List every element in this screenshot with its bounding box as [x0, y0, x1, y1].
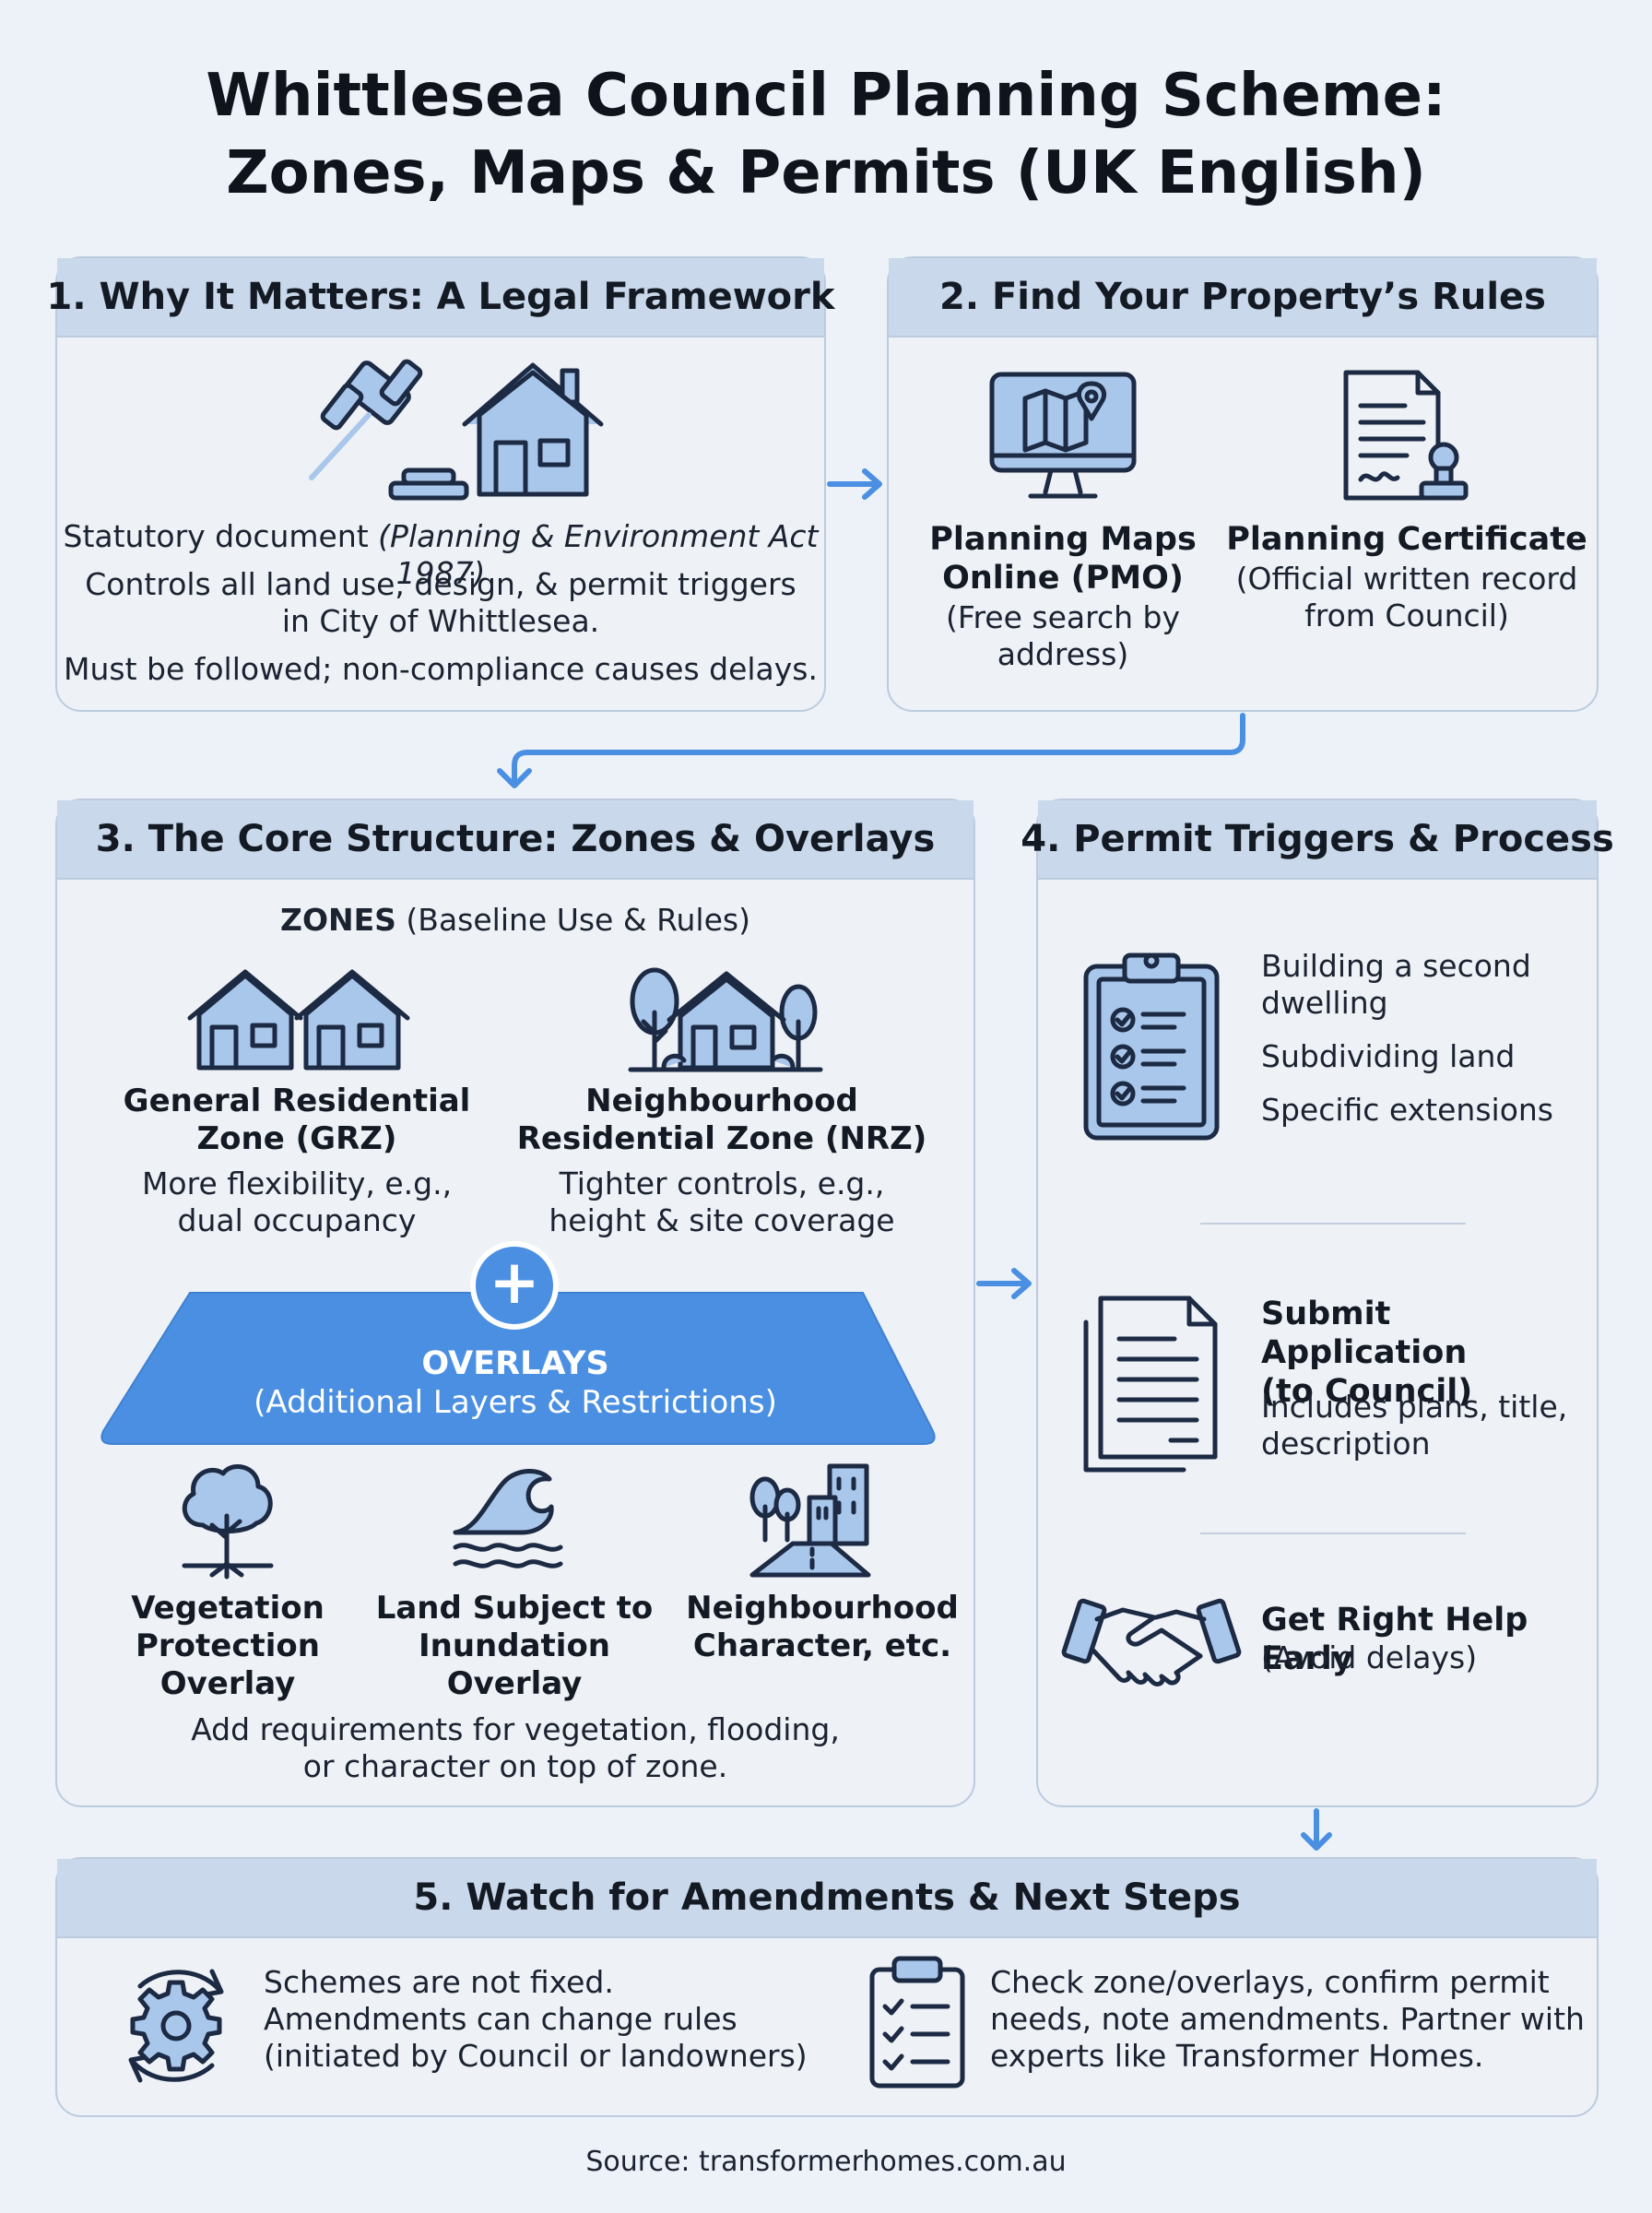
connector-arrow-icon — [497, 713, 1245, 788]
pmo-title: Planning Maps Online (PMO) — [929, 521, 1197, 597]
arrow-right-icon — [976, 1268, 1032, 1299]
section-4-panel: 4. Permit Triggers & Process Building a … — [1021, 799, 1614, 1807]
amendments-text: Schemes are not fixed. Amendments can ch… — [264, 1964, 808, 2074]
clipboard-checklist-icon — [869, 1956, 965, 2089]
arrow-right-icon — [827, 468, 882, 500]
lsio-label: Land Subject to Inundation Overlay — [375, 1590, 654, 1702]
section-1-heading: 1. Why It Matters: A Legal Framework — [47, 258, 834, 337]
twin-houses-icon — [187, 969, 410, 1071]
title-line-2: Zones, Maps & Permits (UK English) — [226, 139, 1426, 207]
submit-description: Includes plans, title, description — [1261, 1389, 1568, 1462]
trigger-item: Subdividing land — [1261, 1038, 1516, 1074]
checklist-clipboard-icon — [1083, 953, 1220, 1141]
zones-label: ZONES (Baseline Use & Rules) — [280, 902, 750, 938]
nco-label: Neighbourhood Character, etc. — [686, 1590, 959, 1664]
help-title: Get Right Help Early — [1261, 1602, 1528, 1677]
pmo-description: (Free search by address) — [946, 599, 1180, 672]
gavel-icon — [309, 359, 469, 501]
map-monitor-icon — [989, 372, 1137, 499]
trigger-item: Specific extensions — [1261, 1092, 1553, 1128]
section-1-statute-line: Statutory document (Planning & Environme… — [63, 518, 819, 591]
overlays-subtitle: (Additional Layers & Restrictions) — [254, 1384, 777, 1421]
help-description: (Avoid delays) — [1261, 1639, 1478, 1675]
submit-title: Submit Application (to Council) — [1261, 1296, 1473, 1410]
overlays-title: OVERLAYS — [421, 1345, 609, 1382]
section-4-divider — [1200, 1223, 1466, 1225]
section-4-heading: 4. Permit Triggers & Process — [1021, 800, 1614, 880]
section-3-heading: 3. The Core Structure: Zones & Overlays — [57, 800, 974, 880]
gear-cycle-icon — [128, 1969, 224, 2083]
grz-title: General Residential Zone (GRZ) — [123, 1083, 471, 1157]
wave-icon — [453, 1469, 563, 1568]
section-1-panel: 1. Why It Matters: A Legal Framework Sta… — [47, 256, 834, 712]
section-1-compliance-text: Must be followed; non-compliance causes … — [63, 651, 818, 687]
nrz-title: Neighbourhood Residential Zone (NRZ) — [516, 1083, 927, 1157]
certificate-title: Planning Certificate — [1226, 521, 1587, 558]
arrow-down-icon — [1301, 1808, 1332, 1851]
section-4-divider — [1200, 1533, 1466, 1534]
page-title: Whittlesea Council Planning Scheme: Zone… — [0, 57, 1652, 212]
title-line-1: Whittlesea Council Planning Scheme: — [206, 62, 1446, 130]
section-2-heading: 2. Find Your Property’s Rules — [889, 258, 1597, 337]
plus-icon: + — [470, 1241, 559, 1330]
permit-triggers-list: Building a second dwelling Subdividing l… — [1261, 948, 1593, 1129]
vpo-label: Vegetation Protection Overlay — [131, 1590, 324, 1702]
trigger-item: dwelling — [1261, 985, 1388, 1021]
overlays-banner-shape — [100, 1292, 936, 1445]
source-credit: Source: transformerhomes.com.au — [585, 2146, 1067, 2178]
nrz-description: Tighter controls, e.g., height & site co… — [549, 1166, 895, 1238]
trigger-item: Building a second — [1261, 948, 1531, 984]
section-5-heading: 5. Watch for Amendments & Next Steps — [57, 1859, 1597, 1938]
house-trees-icon — [628, 967, 823, 1072]
street-buildings-icon — [749, 1463, 871, 1578]
handshake-icon — [1061, 1598, 1242, 1686]
certificate-description: (Official written record from Council) — [1235, 561, 1578, 633]
section-5-panel: 5. Watch for Amendments & Next Steps Sch… — [55, 1857, 1599, 2117]
document-stack-icon — [1083, 1296, 1218, 1473]
house-icon — [462, 362, 604, 497]
section-2-panel: 2. Find Your Property’s Rules Planning M… — [887, 256, 1599, 712]
overlays-footer-text: Add requirements for vegetation, floodin… — [191, 1711, 840, 1784]
tree-icon — [182, 1464, 274, 1580]
section-1-controls-text: Controls all land use, design, & permit … — [85, 566, 796, 639]
grz-description: More flexibility, e.g., dual occupancy — [141, 1166, 453, 1238]
next-steps-text: Check zone/overlays, confirm permit need… — [990, 1964, 1585, 2074]
section-3-panel: 3. The Core Structure: Zones & Overlays … — [55, 799, 975, 1807]
certificate-stamp-icon — [1343, 370, 1469, 501]
